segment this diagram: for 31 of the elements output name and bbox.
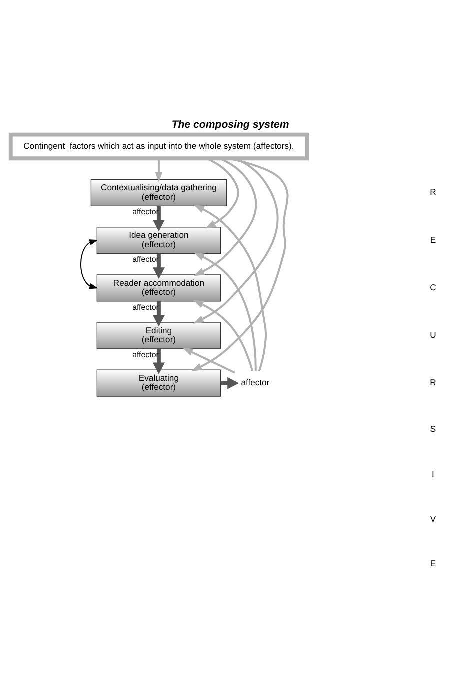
node-box: Reader accommodation (effector)	[96, 274, 222, 302]
node-box: Editing (effector)	[96, 322, 222, 350]
node-text: affector	[241, 378, 270, 388]
node-box: Contextualising/data gathering (effector)	[90, 179, 228, 207]
arrow	[152, 254, 165, 280]
label: R	[430, 378, 436, 388]
node-box: Idea generation (effector)	[96, 227, 222, 254]
label: E	[430, 234, 436, 245]
arrow	[152, 349, 165, 374]
arrow	[193, 158, 279, 324]
arrow	[152, 206, 165, 232]
arrow	[152, 301, 165, 327]
label: R	[430, 187, 436, 198]
label: V	[430, 514, 436, 524]
arrow	[206, 158, 240, 229]
arrow	[194, 158, 258, 276]
arrow	[193, 300, 254, 372]
label: I	[432, 468, 434, 479]
node-box: Contingent factors which act as input into the whole system (affectors).	[8, 132, 309, 161]
arrow	[194, 204, 268, 372]
label: C	[430, 282, 436, 292]
arrow	[194, 252, 257, 372]
label: E	[430, 558, 436, 569]
diagram-title: The composing system	[172, 119, 290, 132]
arrow	[80, 240, 98, 290]
label: S	[430, 424, 436, 434]
node-box: Evaluating (effector)	[96, 370, 222, 397]
arrow	[182, 348, 236, 374]
arrow	[155, 158, 163, 183]
arrow	[192, 158, 289, 372]
label: U	[430, 330, 436, 340]
